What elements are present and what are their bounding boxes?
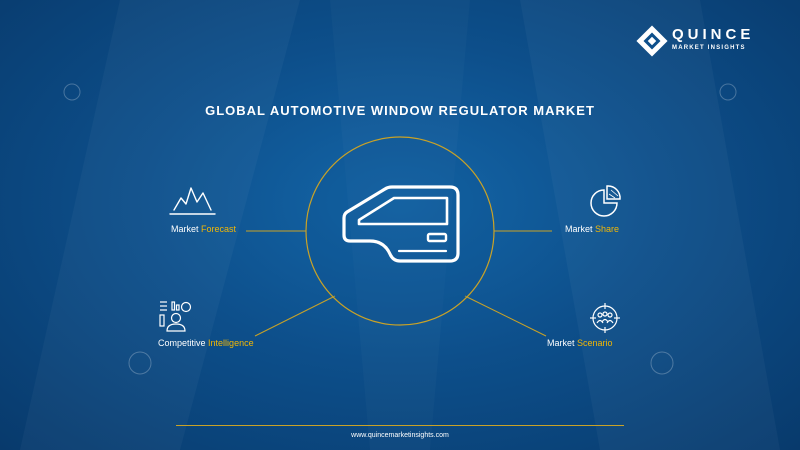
feature-label-competitive: Competitive Intelligence [158,338,254,348]
car-door-icon [342,185,460,263]
connector-line [254,295,336,337]
feature-highlight: Share [595,224,620,234]
feature-highlight: Intelligence [208,338,254,348]
feature-prefix: Market [565,224,593,234]
team-target-icon [590,303,620,333]
decor-ring [650,351,674,375]
feature-label-forecast: Market Forecast [171,224,236,234]
feature-highlight: Forecast [201,224,237,234]
brand-logo[interactable]: QUINCE MARKET INSIGHTS [634,24,774,62]
connector-line [464,295,547,337]
pie-chart-icon [590,185,621,217]
feature-prefix: Market [547,338,575,348]
brand-tagline: MARKET INSIGHTS [672,45,746,51]
decor-ring [63,83,81,101]
page-title: GLOBAL AUTOMOTIVE WINDOW REGULATOR MARKE… [205,103,595,118]
footer-divider [176,425,624,426]
footer-website-link[interactable]: www.quincemarketinsights.com [351,432,449,439]
feature-label-share: Market Share [565,224,619,234]
decor-ring [719,83,737,101]
feature-prefix: Competitive [158,338,206,348]
feature-prefix: Market [171,224,199,234]
light-beam [20,0,300,450]
center-circle [305,136,495,326]
feature-label-scenario: Market Scenario [547,338,613,348]
feature-highlight: Scenario [577,338,613,348]
presenter-chart-icon [159,301,192,332]
line-chart-icon [169,187,216,215]
brand-name: QUINCE [672,26,755,43]
light-beam [520,0,780,450]
decor-ring [128,351,152,375]
